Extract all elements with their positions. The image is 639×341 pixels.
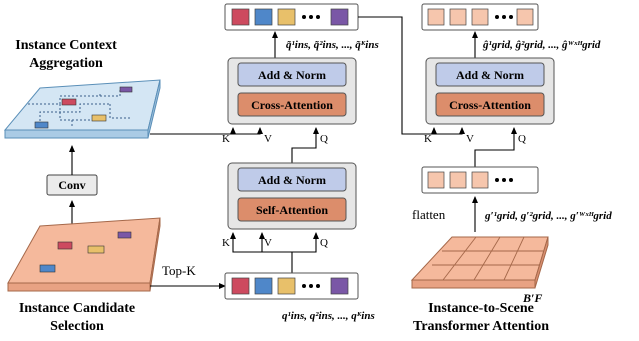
- mid-upper-q: Q: [320, 133, 328, 145]
- right-output-tokens: [421, 3, 539, 31]
- mid-to-right-v-arrow: [434, 127, 465, 135]
- mid-lower-v: V: [264, 237, 272, 249]
- candidate-selection-title-2: Selection: [50, 319, 104, 334]
- right-cross-attention-block: [425, 57, 555, 125]
- mid-output-token-label: q̃¹ins, q̃²ins, ..., q̃ᴷins: [286, 39, 379, 51]
- bf-label: B′F: [522, 291, 542, 305]
- topk-label: Top-K: [162, 263, 196, 278]
- mid-self-attention-block: [227, 162, 357, 230]
- mid-output-tokens: [224, 3, 359, 31]
- candidate-plane: [7, 217, 161, 292]
- right-cross-attention-label: Cross-Attention: [449, 98, 531, 112]
- conv-label: Conv: [58, 178, 85, 192]
- mid-input-token-label: q¹ins, q²ins, ..., qᴷins: [282, 310, 375, 322]
- context-plane: [3, 79, 161, 139]
- context-aggregation-title-2: Aggregation: [29, 56, 103, 71]
- context-to-k-arrow: [150, 127, 236, 135]
- right-grid-to-q-arrow: [474, 127, 517, 167]
- mid-upper-k: K: [222, 133, 230, 145]
- mid-lower-to-upper-q-arrow: [291, 127, 319, 163]
- right-q: Q: [518, 133, 526, 145]
- mid-lower-q: Q: [320, 237, 328, 249]
- mid-cross-attention-block: [227, 57, 357, 125]
- mid-to-right-k-arrow: [358, 16, 437, 135]
- flatten-label: flatten: [412, 207, 446, 222]
- mid-cross-add-norm-label: Add & Norm: [258, 68, 326, 82]
- right-mid-tokens: [421, 166, 539, 194]
- mid-input-branches: [230, 232, 319, 273]
- mid-self-add-norm-label: Add & Norm: [258, 173, 326, 187]
- right-add-norm-label: Add & Norm: [456, 68, 524, 82]
- mid-cross-attention-label: Cross-Attention: [251, 98, 333, 112]
- mid-input-tokens: [224, 272, 359, 300]
- instance-to-scene-title-1: Instance-to-Scene: [428, 301, 534, 316]
- right-output-token-label: ĝ¹grid, ĝ²grid, ..., ĝᵂˣᴴgrid: [482, 39, 601, 51]
- feature-grid: [410, 236, 549, 289]
- right-v: V: [466, 133, 474, 145]
- context-to-v-arrow: [233, 127, 263, 135]
- instance-to-scene-title-2: Transformer Attention: [413, 319, 549, 334]
- mid-lower-k: K: [222, 237, 230, 249]
- mid-upper-v: V: [264, 133, 272, 145]
- right-mid-token-label: g′¹grid, g′²grid, ..., g′ᵂˣᴴgrid: [484, 210, 612, 222]
- candidate-selection-title-1: Instance Candidate: [19, 301, 135, 316]
- mid-self-attention-label: Self-Attention: [256, 203, 328, 217]
- context-aggregation-title-1: Instance Context: [15, 38, 117, 53]
- right-k: K: [424, 133, 432, 145]
